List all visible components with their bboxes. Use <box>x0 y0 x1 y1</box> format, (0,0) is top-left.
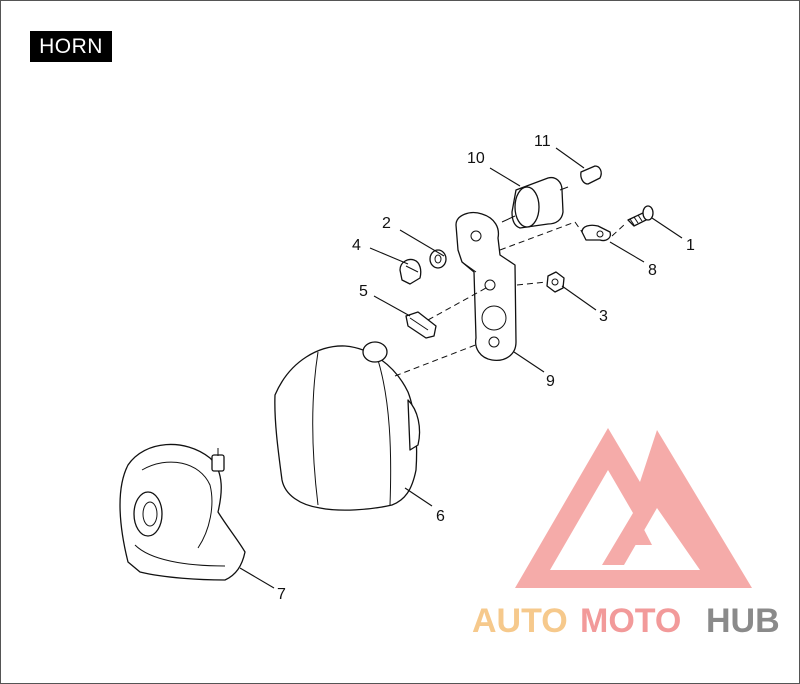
callout-11: 11 <box>534 133 551 150</box>
callout-10: 10 <box>467 150 485 167</box>
watermark-logo-inner <box>550 470 700 570</box>
callout-7: 7 <box>277 586 286 603</box>
callout-1: 1 <box>686 237 695 254</box>
callout-5: 5 <box>359 283 368 300</box>
part-7-horn <box>119 443 246 581</box>
leader-lines <box>239 147 683 589</box>
part-11-cap <box>580 165 602 185</box>
watermark-moto: MOTO <box>580 602 681 640</box>
callout-8: 8 <box>648 262 657 279</box>
alignment-lines <box>394 221 626 377</box>
callout-6: 6 <box>436 508 445 525</box>
watermark-auto: AUTO <box>472 602 568 640</box>
page-title: HORN <box>30 31 112 62</box>
part-9-bracket <box>455 211 517 361</box>
callout-labels: 1 2 3 4 5 6 7 8 9 10 11 <box>277 133 695 603</box>
watermark-text: AUTO MOTO HUB <box>472 602 780 640</box>
callout-9: 9 <box>546 373 555 390</box>
watermark-logo <box>515 428 752 588</box>
callout-4: 4 <box>352 237 361 254</box>
part-6-horn-cover <box>274 341 421 511</box>
part-8-clip <box>581 224 612 242</box>
part-10-rubber-mount <box>501 176 569 229</box>
part-3-nut <box>546 271 565 293</box>
callout-3: 3 <box>599 308 608 325</box>
watermark-hub: HUB <box>706 602 780 640</box>
callout-2: 2 <box>382 215 391 232</box>
watermark-logo-notch <box>620 516 652 545</box>
part-1-screw <box>627 205 654 227</box>
part-4-acorn-nut <box>399 258 422 285</box>
part-5-clip-nut <box>405 311 437 339</box>
